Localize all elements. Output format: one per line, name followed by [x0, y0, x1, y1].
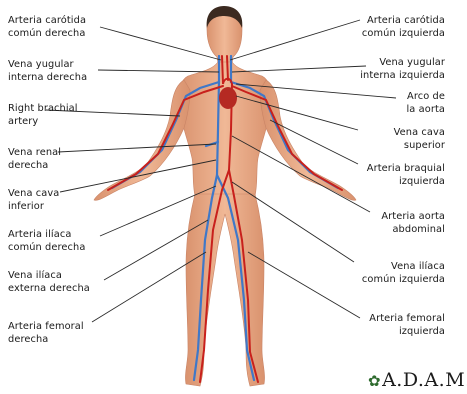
torso: [179, 62, 271, 196]
heart: [219, 87, 237, 109]
adam-logo-text: A.D.A.M.: [382, 369, 467, 391]
adam-logo: ✿A.D.A.M.: [368, 369, 467, 391]
body-silhouette: [94, 6, 356, 386]
leaf-icon: ✿: [368, 372, 381, 390]
left-arm: [260, 80, 356, 200]
